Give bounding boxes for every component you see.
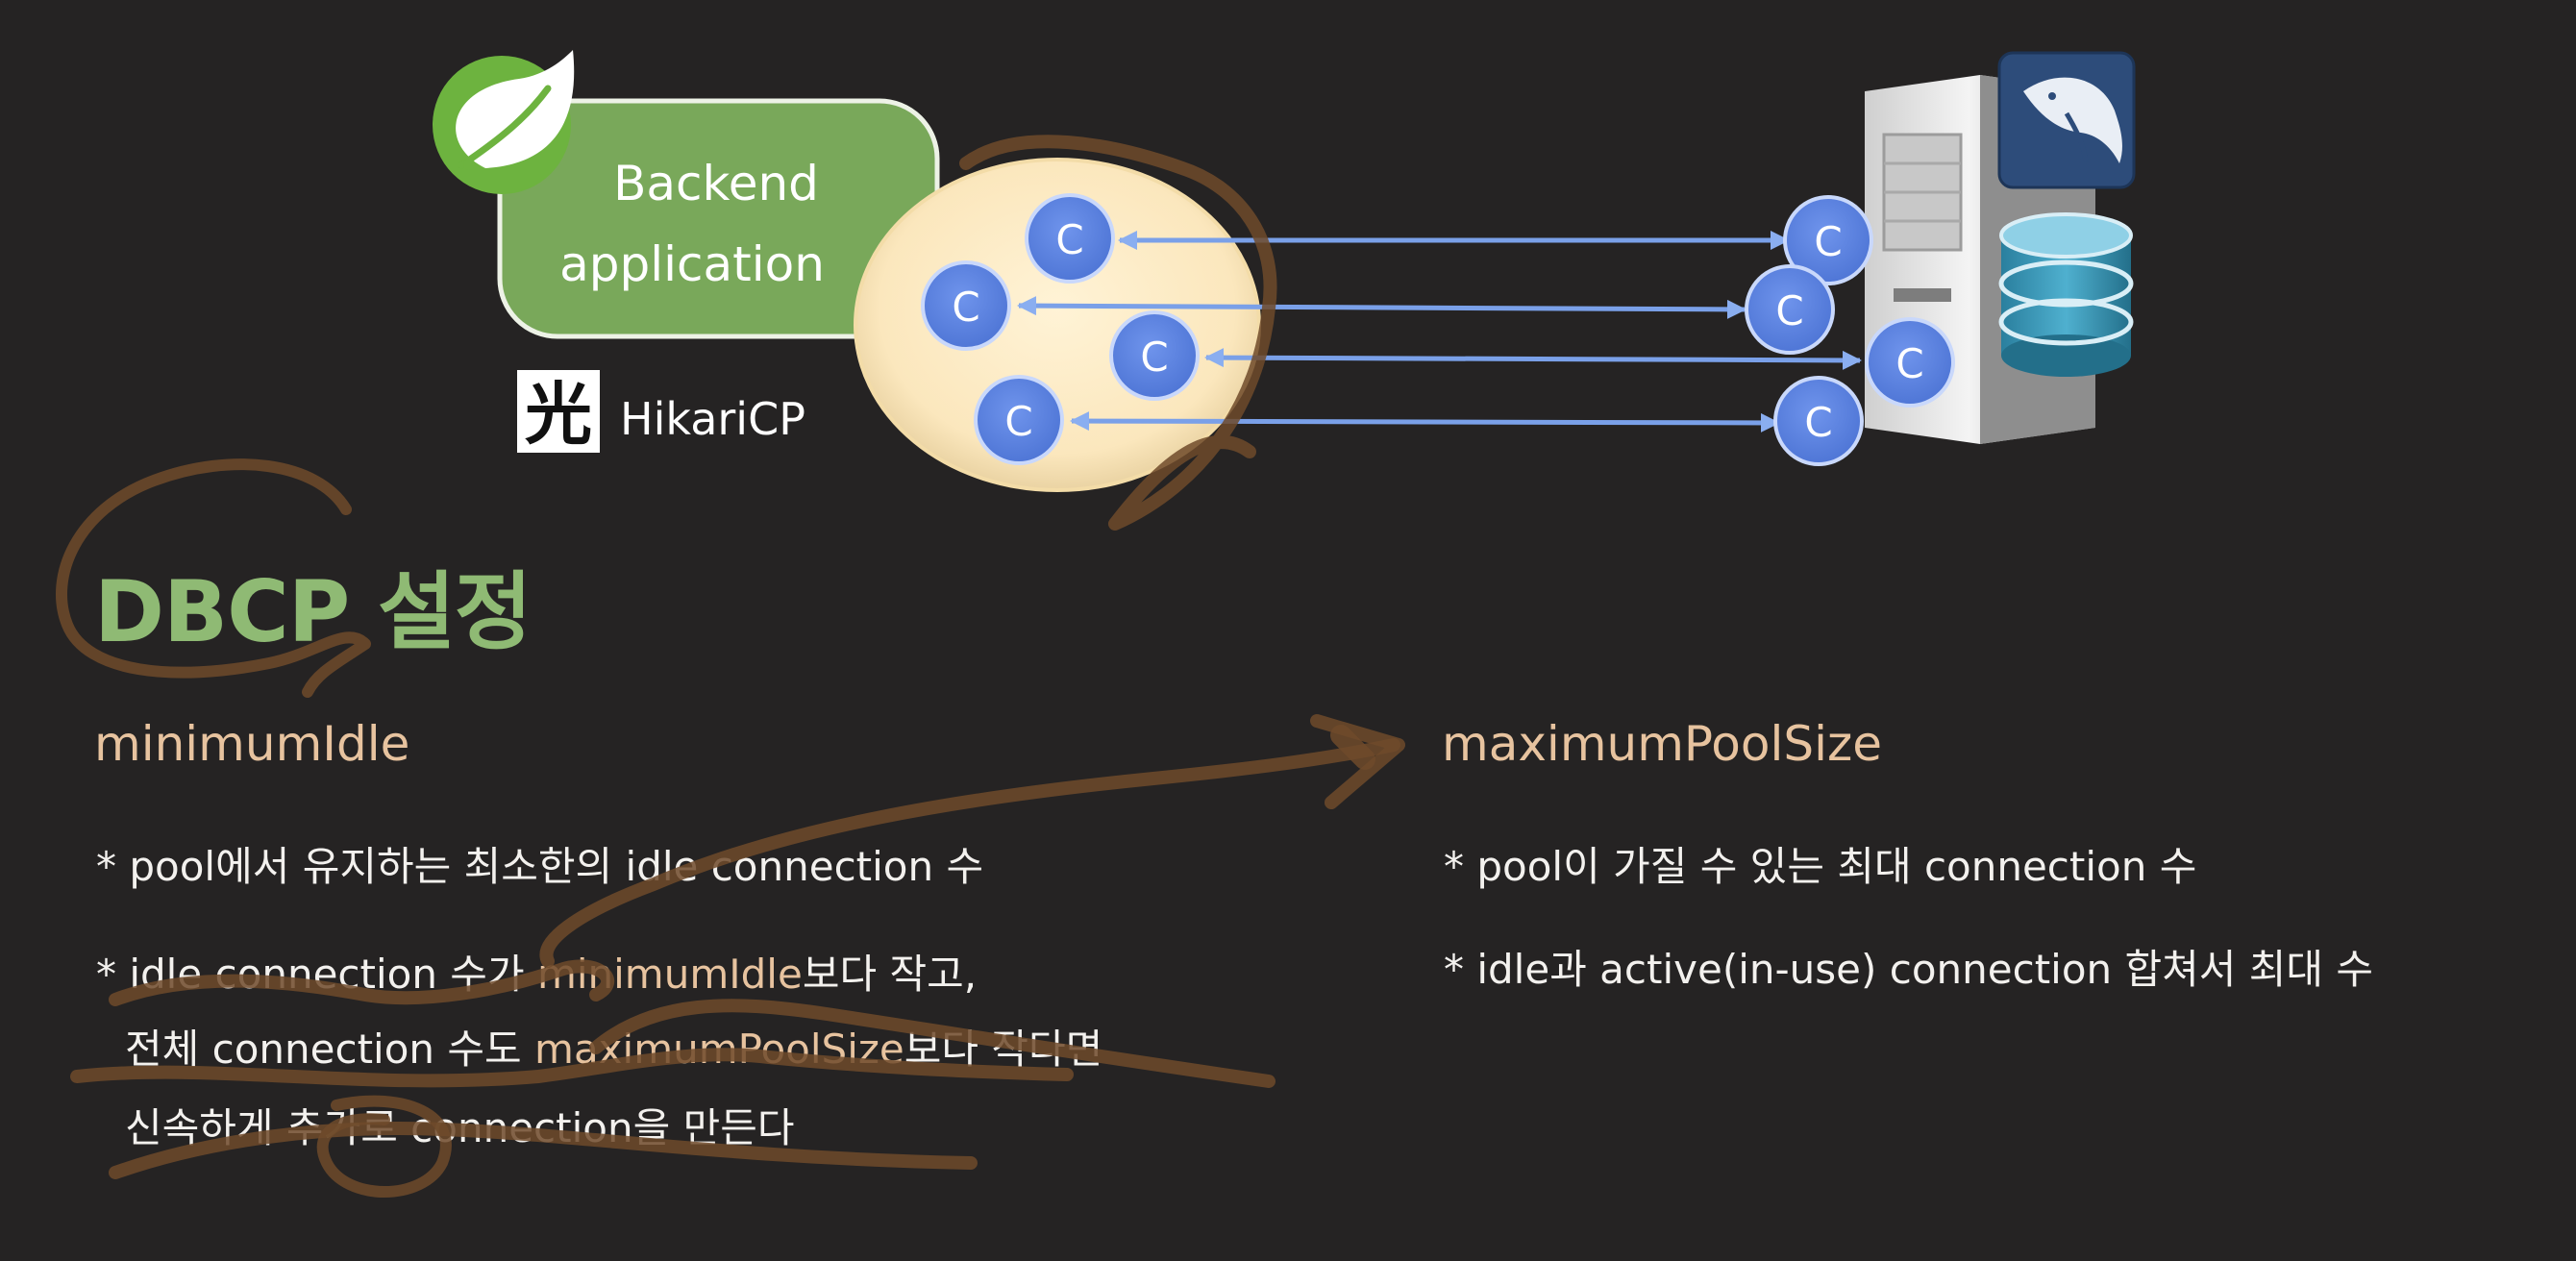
svg-text:C: C (1804, 399, 1832, 446)
minimum-idle-bullet-2-line-1: * idle connection 수가 minimumIdle보다 작고, (96, 951, 978, 998)
pool-name-label: HikariCP (620, 393, 805, 445)
minimum-idle-bullet-2-line-2: 전체 connection 수도 maximumPoolSize보다 작다면 (125, 1026, 1103, 1073)
svg-text:C: C (1775, 287, 1803, 334)
pool-connection-3: C (1109, 310, 1200, 401)
pool-connection-2: C (921, 260, 1011, 351)
hikaricp-logo-icon: 光 (517, 370, 600, 454)
svg-text:C: C (1055, 216, 1083, 263)
maximum-pool-size-bullet-1: * pool이 가질 수 있는 최대 connection 수 (1444, 843, 2197, 890)
pool-connection-1: C (1025, 193, 1115, 284)
svg-text:C: C (1895, 340, 1923, 387)
connection-link-4 (1070, 411, 1780, 433)
pool-connection-4: C (974, 375, 1064, 465)
connection-link-3 (1204, 348, 1862, 370)
svg-text:C: C (952, 284, 979, 331)
svg-text:C: C (1140, 334, 1168, 381)
server-connection-4: C (1773, 376, 1864, 466)
minimum-idle-heading: minimumIdle (94, 716, 410, 772)
spring-logo-icon (433, 50, 575, 194)
backend-label-line2: application (559, 236, 825, 292)
slide-title: DBCP 설정 (94, 562, 533, 661)
minimum-idle-bullet-1: * pool에서 유지하는 최소한의 idle connection 수 (96, 843, 984, 890)
hikaricp-logo-glyph: 光 (525, 374, 592, 454)
backend-label-line1: Backend (613, 156, 819, 211)
database-icon (1998, 212, 2134, 377)
server-connection-2: C (1745, 264, 1835, 355)
server-connection-3: C (1865, 317, 1955, 408)
svg-text:C: C (1814, 218, 1842, 265)
maximum-pool-size-heading: maximumPoolSize (1442, 716, 1883, 772)
mysql-dolphin-icon (1997, 51, 2136, 189)
maximum-pool-size-bullet-2: * idle과 active(in-use) connection 합쳐서 최대… (1444, 946, 2374, 993)
minimum-idle-bullet-2-line-3: 신속하게 추가로 connection을 만든다 (125, 1104, 795, 1151)
server-connection-1: C (1783, 195, 1873, 285)
svg-text:C: C (1004, 398, 1032, 445)
